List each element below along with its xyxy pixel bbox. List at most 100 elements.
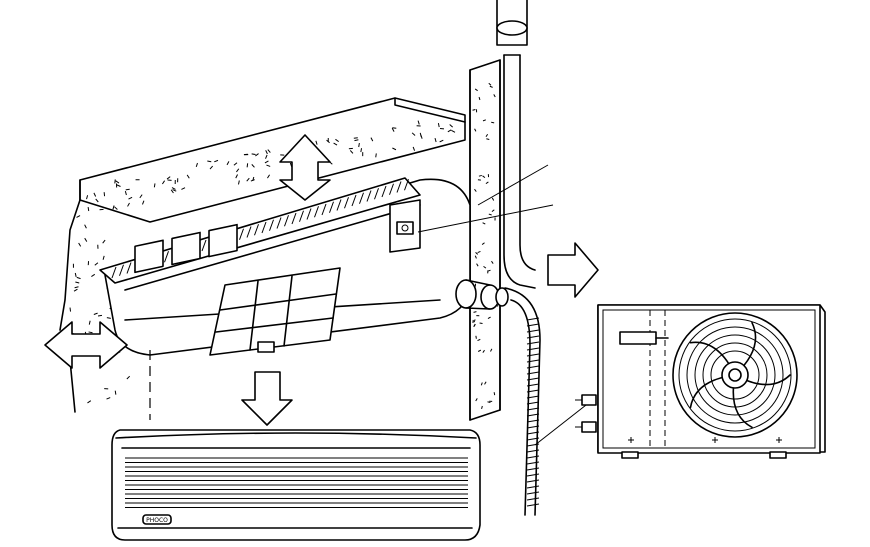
plaster-speck	[115, 180, 120, 184]
grille-slat	[269, 219, 274, 231]
hose-ring	[526, 329, 540, 333]
hose-ring	[526, 341, 540, 345]
plaster-speck	[186, 174, 190, 179]
plaster-speck	[94, 262, 99, 266]
plaster-speck	[482, 349, 485, 353]
plaster-speck	[246, 177, 250, 182]
plaster-speck	[166, 176, 171, 180]
leader-lines	[417, 164, 596, 446]
hose-ring	[526, 449, 540, 453]
plaster-speck	[493, 94, 496, 98]
plaster-speck	[97, 314, 103, 317]
grille-slat	[276, 217, 282, 229]
plaster-speck	[358, 142, 360, 148]
grille-slat	[336, 199, 342, 211]
plaster-speck	[349, 150, 354, 154]
hose-ring	[526, 347, 540, 351]
plaster-speck	[360, 148, 363, 153]
plaster-speck	[477, 250, 481, 254]
plaster-speck	[353, 137, 358, 139]
plaster-speck	[482, 175, 486, 178]
fan-grille	[672, 312, 798, 438]
plaster-speck	[481, 405, 483, 409]
plaster-speck	[78, 242, 82, 247]
plaster-speck	[265, 154, 268, 159]
plaster-speck	[487, 316, 491, 319]
hose-ring	[526, 491, 540, 495]
plaster-speck	[477, 349, 482, 352]
plaster-speck	[93, 312, 98, 315]
plaster-speck	[76, 276, 81, 280]
wall	[469, 59, 501, 421]
plaster-speck	[474, 88, 478, 92]
grille-slat	[374, 188, 379, 200]
hose-ring	[526, 437, 540, 441]
hose-ring	[526, 425, 540, 429]
hose-ring	[526, 419, 540, 423]
hose-ring	[526, 485, 540, 489]
plaster-speck	[265, 150, 268, 155]
plaster-speck	[473, 323, 476, 327]
plaster-speck	[490, 348, 493, 352]
plaster-speck	[417, 120, 420, 125]
plaster-speck	[235, 174, 238, 179]
drain-hose	[504, 287, 541, 516]
grille-slat	[284, 215, 289, 227]
plaster-speck	[475, 335, 477, 339]
hose-ring	[526, 461, 540, 465]
plaster-speck	[114, 206, 118, 210]
plaster-speck	[124, 191, 127, 196]
plaster-speck	[207, 160, 212, 163]
plaster-speck	[488, 82, 492, 86]
fan-ring	[686, 326, 784, 424]
plaster-speck	[114, 390, 117, 395]
plaster-speck	[142, 200, 145, 205]
plaster-speck	[474, 255, 477, 259]
plaster-speck	[411, 132, 416, 136]
grille-slat	[314, 206, 319, 218]
brand-badge: PHOCO	[146, 517, 168, 524]
plaster-speck	[477, 338, 481, 342]
grille-slat	[164, 251, 169, 263]
hose-ring	[526, 395, 540, 399]
hose-ring	[526, 323, 540, 327]
grille-slat	[111, 266, 117, 279]
plaster-speck	[434, 137, 437, 143]
plaster-speck	[473, 311, 477, 313]
plaster-speck	[326, 139, 330, 144]
plaster-speck	[333, 142, 338, 146]
air-filter	[209, 267, 341, 356]
indoor-unit-front: PHOCO	[111, 429, 481, 541]
plaster-speck	[106, 317, 111, 319]
hose-ring	[526, 383, 540, 387]
plaster-speck	[375, 153, 377, 158]
right-arrow	[547, 242, 599, 298]
hose-ring	[526, 467, 540, 471]
plaster-speck	[209, 165, 214, 170]
hose-ring	[526, 365, 540, 369]
plaster-speck	[475, 251, 479, 255]
plaster-speck	[447, 129, 452, 133]
grille-slat	[404, 179, 409, 191]
plaster-speck	[87, 400, 92, 404]
plaster-speck	[116, 184, 121, 187]
plaster-speck	[91, 273, 96, 277]
plaster-speck	[472, 108, 476, 111]
grille-slat	[396, 181, 402, 193]
plaster-speck	[354, 139, 359, 142]
plaster-speck	[476, 263, 479, 267]
plaster-speck	[127, 202, 130, 207]
plaster-speck	[481, 242, 485, 245]
plaster-speck	[412, 146, 416, 151]
plaster-speck	[106, 397, 111, 400]
plaster-speck	[474, 128, 477, 132]
plaster-speck	[102, 239, 106, 244]
plaster-speck	[482, 119, 486, 122]
grille-slat	[329, 201, 334, 213]
hose-ring	[526, 413, 540, 417]
plaster-speck	[491, 197, 495, 201]
plaster-speck	[255, 153, 259, 157]
plaster-speck	[88, 320, 91, 325]
